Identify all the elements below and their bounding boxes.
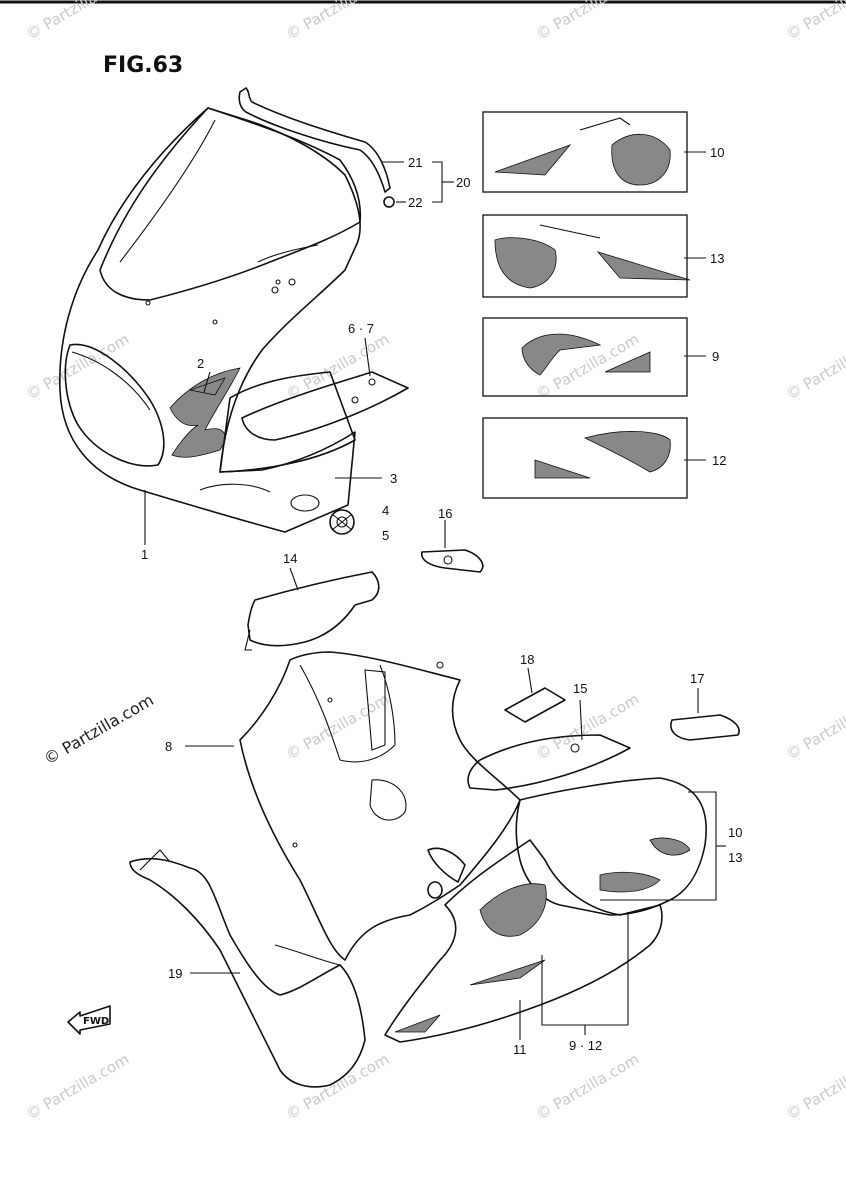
callout-9: 9 — [712, 349, 719, 364]
callout-10-13-b: 13 — [728, 850, 742, 865]
callout-17: 17 — [690, 671, 704, 686]
watermark: © Partzilla.com — [533, 1050, 642, 1123]
figure-title: FIG.63 — [103, 53, 183, 78]
callout-10: 10 — [710, 145, 724, 160]
small-parts-centre — [427, 847, 466, 899]
leader-lines-upper — [144, 161, 454, 545]
callout-11: 11 — [513, 1042, 527, 1057]
callout-9-12: 9 · 12 — [569, 1038, 602, 1053]
callout-18: 18 — [520, 652, 534, 667]
watermark: © Partzilla.com — [783, 1050, 846, 1123]
callout-15: 15 — [573, 681, 587, 696]
part-8-side-fairing — [185, 651, 521, 961]
watermark: © Partzilla.com — [783, 0, 846, 43]
part-4-5-grommet — [329, 509, 355, 535]
watermark-dark: © Partzilla.com — [41, 690, 157, 768]
decal-box-12 — [482, 417, 706, 499]
callout-1: 1 — [141, 547, 148, 562]
callout-10-13-a: 10 — [728, 825, 742, 840]
callout-14: 14 — [283, 551, 297, 566]
part-16-pad — [421, 520, 484, 573]
callout-22: 22 — [408, 195, 422, 210]
callout-20: 20 — [456, 175, 470, 190]
callout-16: 16 — [438, 506, 452, 521]
part-1-upper-cowling — [59, 107, 362, 533]
part-15-bracket — [467, 699, 631, 791]
callout-6-7: 6 · 7 — [348, 321, 374, 336]
part-22-clip — [383, 196, 395, 208]
watermark: © Partzilla.com — [783, 690, 846, 763]
decal-box-9 — [482, 317, 706, 397]
callout-12: 12 — [712, 453, 726, 468]
part-18-pad — [504, 667, 566, 723]
callout-2: 2 — [197, 356, 204, 371]
watermark: © Partzilla.com — [533, 690, 642, 763]
watermark: © Partzilla.com — [23, 0, 132, 43]
fwd-arrow: FWD — [67, 1005, 111, 1035]
callout-5: 5 — [382, 528, 389, 543]
watermark: © Partzilla.com — [533, 0, 642, 43]
lower-right-fairing — [384, 777, 726, 1043]
part-3-inner-panel — [219, 371, 356, 473]
fwd-label: FWD — [83, 1016, 109, 1027]
part-6-7-bracket — [241, 371, 409, 441]
leader-lines-lower — [519, 912, 629, 1040]
callout-8: 8 — [165, 739, 172, 754]
decal-box-10 — [482, 111, 706, 193]
watermark: © Partzilla.com — [23, 330, 132, 403]
part-19-lower-cowl — [129, 849, 366, 1088]
part-21-trim-strip — [238, 87, 391, 193]
callout-19: 19 — [168, 966, 182, 981]
callout-13: 13 — [710, 251, 724, 266]
callout-3: 3 — [390, 471, 397, 486]
watermark: © Partzilla.com — [23, 1050, 132, 1123]
watermark: © Partzilla.com — [783, 330, 846, 403]
part-14-inner-cover — [244, 567, 380, 651]
callout-4: 4 — [382, 503, 389, 518]
watermark: © Partzilla.com — [283, 0, 392, 43]
part-2-decal — [169, 367, 241, 458]
decal-box-13 — [482, 214, 706, 298]
callout-21: 21 — [408, 155, 422, 170]
part-17-bracket — [670, 688, 740, 741]
watermark: © Partzilla.com — [283, 1050, 392, 1123]
callout-labels: 1 2 3 4 5 6 · 7 8 9 9 · 12 10 10 13 11 1… — [141, 145, 742, 1057]
